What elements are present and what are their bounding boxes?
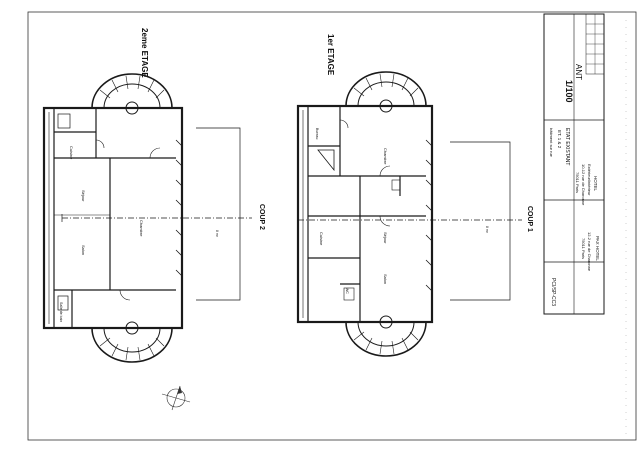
floor-title: 1er ETAGE [326,34,335,76]
room-label: Cuisine [69,146,74,160]
room-label: Chambre [139,220,144,237]
client-name: PAX HOTEL [595,236,600,261]
room-label: Salle de bain [59,302,63,322]
plan-left-doors [95,139,161,301]
hotel-line-3: 75011 Paris [575,172,580,193]
room-label: Salon [383,274,388,284]
room-label: WC [345,288,349,294]
section-marker: COUP 1 [526,206,533,232]
stair-right-bottom [345,315,427,357]
room-label: Chambre [383,148,388,165]
dimension-label: 8 m² [215,230,219,238]
sheet-tag: ANT [574,64,583,80]
plan-left-facade [43,107,55,329]
dimension-label: 8 m² [485,226,489,234]
client-address-1: 12-2 rue de Charonne [587,232,592,272]
plan-right-doors [339,119,391,227]
sheet-border [27,11,637,441]
room-label: Séjour [81,190,86,202]
stair-right-top [345,71,427,113]
room-label: Cuisine [319,232,324,246]
hotel-label: HOTEL [593,176,598,192]
status: ETAT EXISTANT [564,128,570,165]
room-label: Salon [81,245,86,255]
stair-left-top [91,73,173,115]
plan-2eme-etage: Cuisine Séjour Salon Salle de bain Chamb… [42,28,265,363]
compass-icon [161,385,191,411]
plan-left-windows [175,139,183,277]
hotel-line-2: 10-12 rue de Charonne [581,164,586,206]
sheet-desc: bâtiment sur rue [549,128,554,158]
room-label: Séjour [383,232,388,244]
hotel-line-1: Extérieur/intérieur [587,164,592,196]
plan-right-windows [425,139,433,292]
sheet-ref: ET. 1 & 2 [557,130,562,149]
client-address-2: 75011 Paris [581,238,586,259]
stair-left-bottom [91,321,173,363]
title-block: ANT 1/100 ETAT EXISTANT ET. 1 & 2 bâtime… [543,13,605,315]
section-line-right [298,141,522,301]
plan-1er-etage: Bureau Chambre Séjour WC Cuisine Salon 8… [296,34,533,357]
section-marker: COUP 2 [258,204,265,230]
plan-left-partitions [54,108,176,328]
project-code: PCI/SP-CC3 [550,278,556,306]
room-label: Bureau [315,128,319,139]
floor-title: 2eme ETAGE [140,28,149,78]
plan-right-partitions [308,106,426,322]
scale: 1/100 [564,80,574,103]
section-line-left [61,127,252,301]
